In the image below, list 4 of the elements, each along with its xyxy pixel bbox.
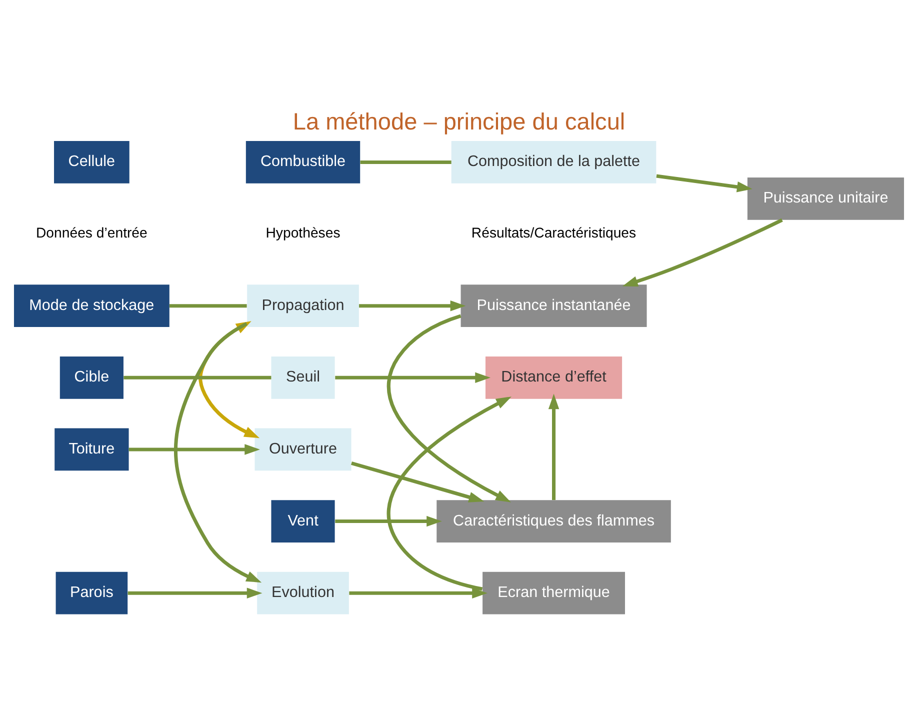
label: Données d’entrée [35,224,147,241]
diagram-title: La méthode – principe du calcul [292,108,625,134]
label: Résultats/Caractéristiques [470,224,636,241]
label: Hypothèses [265,224,340,241]
